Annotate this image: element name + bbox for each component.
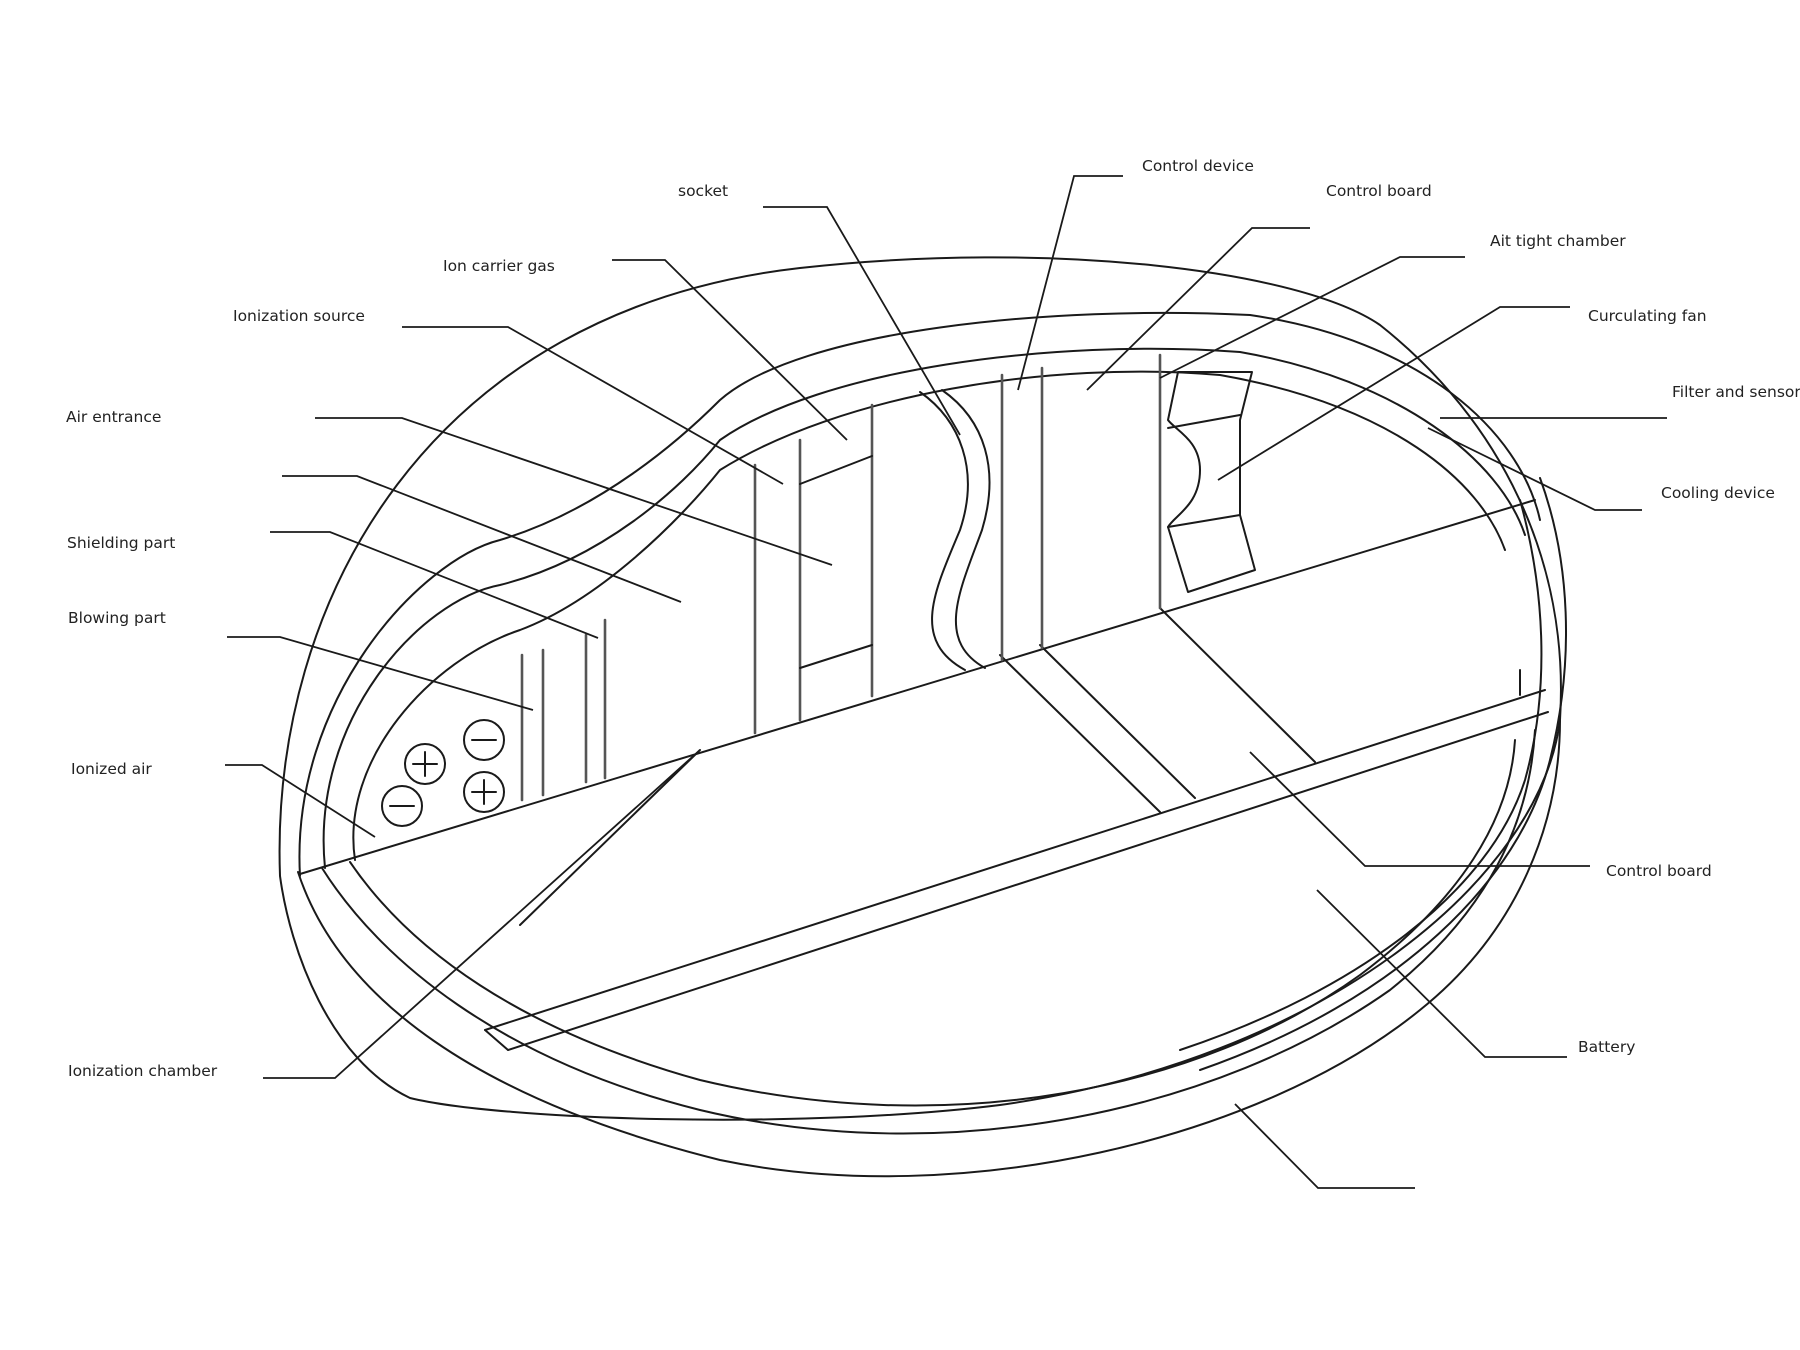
label-ionized-air: Ionized air (71, 760, 152, 778)
rim-band-2 (322, 347, 1526, 869)
label-filter-and-sensors: Filter and sensors (1672, 383, 1800, 401)
shell-right-inner (1179, 499, 1543, 1051)
negative-ion-icon (463, 719, 505, 761)
ion-chamber-divider (519, 749, 701, 926)
back-wall-base (299, 499, 1536, 875)
bottom-rim-outer (297, 719, 1561, 1178)
leader-lines (225, 175, 1667, 1189)
s-curve-conduit-inner (941, 389, 991, 669)
rim-band-3 (352, 370, 1506, 861)
leader-control-device (1017, 175, 1123, 391)
leader-cooling-device (1427, 427, 1642, 511)
floor-divider-top (484, 689, 1546, 1031)
leader-socket (763, 206, 961, 436)
leader-ionized-air (225, 764, 376, 838)
label-control-board-top: Control board (1326, 182, 1432, 200)
partition-left-a (999, 654, 1161, 813)
shell-right-edge (1199, 477, 1567, 1071)
leader-ionization-source (402, 326, 784, 485)
positive-ion-icon (463, 771, 505, 813)
label-blowing-part: Blowing part (68, 609, 166, 627)
leader-unnamed-1 (282, 475, 682, 603)
label-curculating-fan: Curculating fan (1588, 307, 1707, 325)
negative-ion-icon (381, 785, 423, 827)
outer-shell (278, 256, 1562, 1121)
leader-shielding-part (270, 531, 599, 639)
leader-air-entrance (315, 417, 833, 566)
rim-band-1 (298, 311, 1541, 877)
bottom-rim-inner (321, 729, 1536, 1135)
partition-left-b (1039, 644, 1196, 799)
partition-right (1159, 607, 1316, 763)
leader-battery (1316, 889, 1567, 1058)
leader-control-board-top (1086, 227, 1310, 391)
fan-housing (1167, 371, 1256, 593)
leader-ionization-chamber (263, 749, 701, 1079)
leader-bottom-shell (1234, 1103, 1415, 1189)
s-curve-conduit-outer (919, 391, 969, 671)
positive-ion-icon (404, 743, 446, 785)
leader-ion-carrier-gas (612, 259, 848, 441)
label-cooling-device: Cooling device (1661, 484, 1775, 502)
label-socket: socket (678, 182, 728, 200)
leader-blowing-part (227, 636, 534, 711)
leader-ait-tight-chamber (1159, 256, 1465, 379)
label-ait-tight-chamber: Ait tight chamber (1490, 232, 1626, 250)
leader-control-board-bottom (1249, 751, 1590, 867)
label-control-device: Control device (1142, 157, 1254, 175)
bottom-rim-inner2 (349, 739, 1516, 1107)
floor-divider-bottom (507, 711, 1549, 1051)
label-air-entrance: Air entrance (66, 408, 161, 426)
label-ion-carrier-gas: Ion carrier gas (443, 257, 555, 275)
label-shielding-part: Shielding part (67, 534, 175, 552)
leader-curculating-fan (1217, 306, 1570, 481)
label-ionization-chamber: Ionization chamber (68, 1062, 218, 1080)
label-ionization-source: Ionization source (233, 307, 365, 325)
device-body (278, 256, 1567, 1178)
label-control-board-bottom: Control board (1606, 862, 1712, 880)
labels: Control device socket Control board Ait … (66, 157, 1800, 1080)
ion-symbols (381, 719, 505, 827)
label-battery: Battery (1578, 1038, 1635, 1056)
